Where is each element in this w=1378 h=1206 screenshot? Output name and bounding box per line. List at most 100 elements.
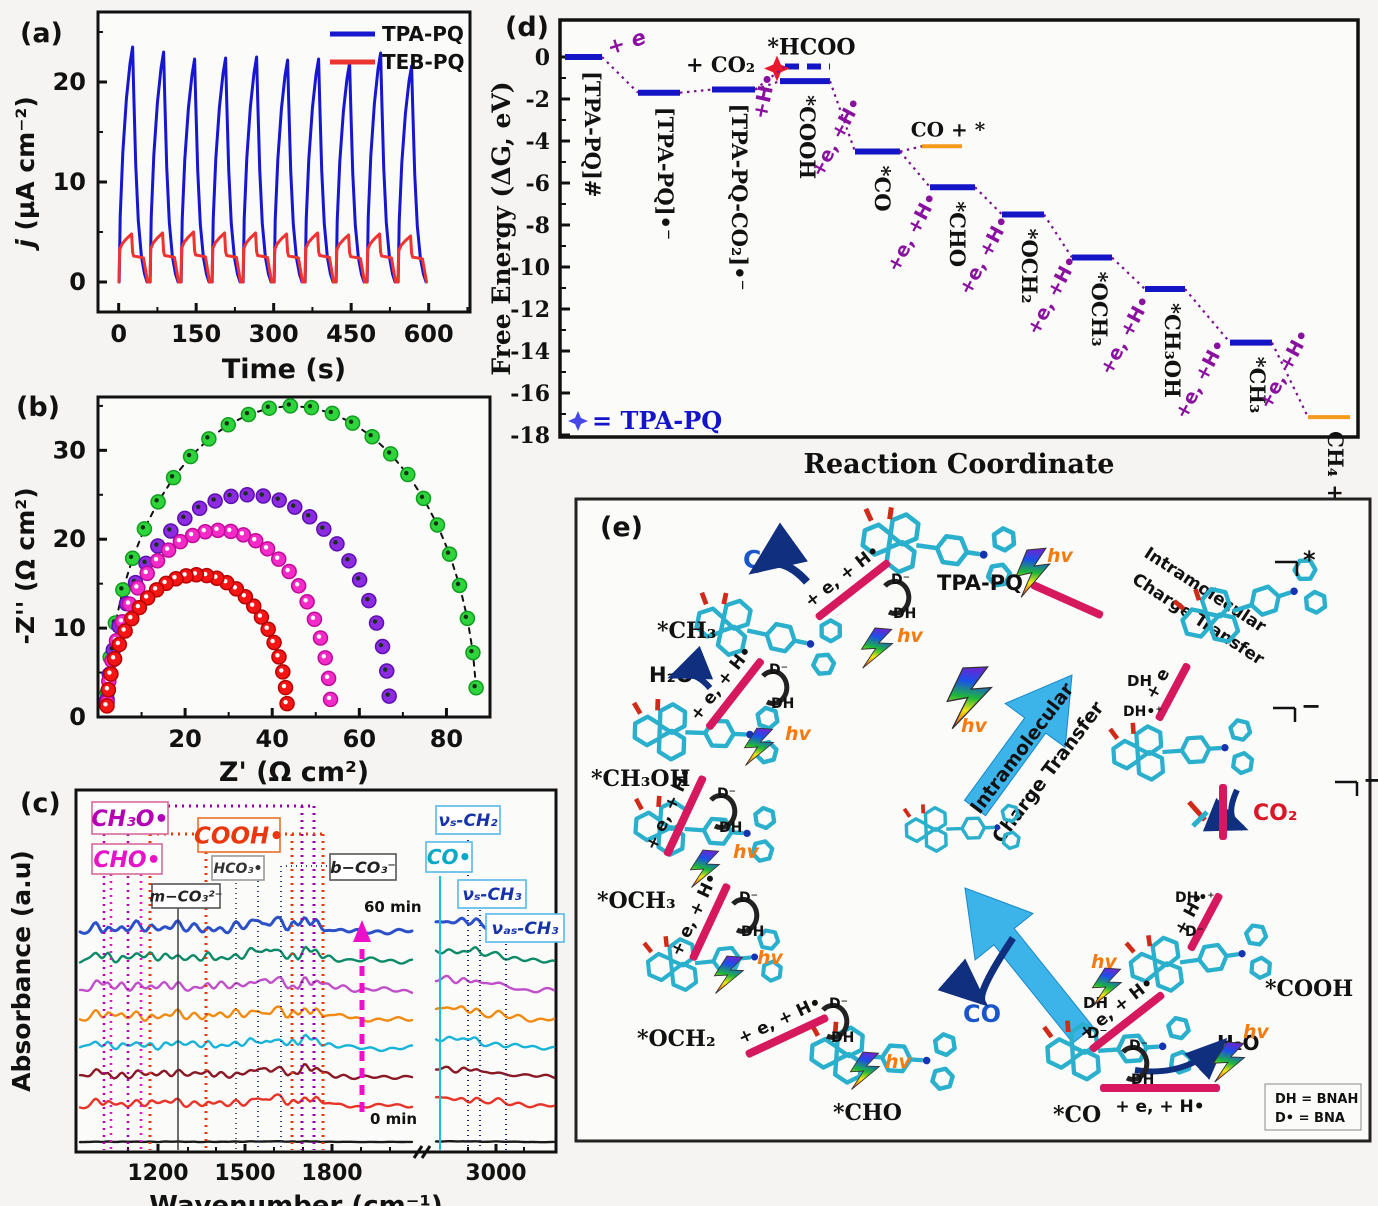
state-bracket: −	[1273, 692, 1321, 722]
step-bar	[1187, 892, 1223, 952]
point-core	[270, 638, 275, 644]
x-tick: 80	[430, 725, 463, 753]
annotation-3: HCO₃•	[214, 861, 263, 877]
line	[832, 1021, 839, 1034]
line	[1124, 941, 1136, 954]
star-icon	[568, 411, 588, 431]
level-label: [TPA-PQ]#	[580, 71, 605, 197]
y-tick: 0	[69, 703, 86, 731]
label-ch3oh: *CH₃OH	[591, 766, 690, 792]
x-axis-label: Wavenumber (cm⁻¹)	[149, 1191, 443, 1206]
point-core	[316, 634, 322, 639]
polyline	[434, 1139, 556, 1144]
dh-e-step: DH	[1127, 672, 1152, 690]
step-plus-co2: + CO₂	[686, 52, 755, 77]
time-60min: 60 min	[364, 898, 422, 916]
line	[1130, 722, 1136, 734]
level-label: [TPA-PQ]•⁻	[653, 107, 678, 240]
point-core	[345, 557, 350, 562]
point-core	[307, 403, 313, 409]
line	[1193, 588, 1202, 601]
polyline	[434, 1005, 556, 1023]
curved-arrow	[748, 522, 810, 585]
point-core	[121, 627, 126, 632]
x-tick: 40	[256, 725, 289, 753]
legend-d: D• = BNA	[1275, 1111, 1345, 1126]
line	[1184, 288, 1231, 344]
d-label-right: D⁻	[1185, 924, 1204, 940]
legend-TEB-PQ: TEB-PQ	[382, 50, 465, 74]
step-bar	[663, 775, 707, 857]
point-core	[140, 525, 146, 530]
polyline	[78, 975, 414, 994]
light-bolt-icon	[860, 627, 894, 669]
annotation-5: b−CO₃⁻	[330, 858, 396, 877]
line	[746, 628, 767, 637]
molecule-anion	[1108, 718, 1255, 782]
star-icon	[764, 55, 790, 82]
line	[1111, 256, 1146, 290]
annotation-box	[91, 843, 163, 875]
line	[1098, 1047, 1118, 1054]
point-core	[469, 648, 474, 654]
level-label: [TPA-PQ-CO₂]•⁻	[727, 104, 752, 291]
line	[1179, 957, 1199, 965]
annotation-box	[485, 913, 565, 943]
point-core	[372, 619, 378, 624]
point-core	[257, 613, 263, 618]
molecule-excited	[1172, 558, 1328, 644]
annotation-box	[329, 853, 397, 881]
spectrum-6	[78, 1093, 556, 1110]
light-bolt-icon	[1091, 967, 1123, 1006]
donor-arrow	[821, 1002, 850, 1040]
point-core	[279, 668, 284, 673]
line	[631, 701, 643, 715]
label-co2: CO₂	[1253, 801, 1297, 826]
line	[601, 56, 639, 94]
y-tick: -18	[510, 423, 550, 449]
line	[699, 591, 709, 606]
charge-transfer-arrow	[964, 887, 1094, 1044]
point-core	[195, 504, 201, 509]
point-core	[169, 473, 175, 479]
point-core	[348, 419, 354, 424]
annotation-box	[435, 805, 501, 835]
light-bolt-icon	[1015, 547, 1051, 598]
dhrad-label: DH•⁺	[1175, 890, 1215, 906]
level-label: *CH₃OH	[1160, 303, 1185, 398]
point-core	[103, 702, 108, 707]
molecule-och2	[642, 928, 783, 992]
panel-c-label: (c)	[20, 788, 61, 819]
point-core	[186, 452, 192, 458]
point-core	[250, 602, 255, 607]
point-core	[119, 586, 124, 591]
x-tick: 1200	[127, 1161, 188, 1186]
point-core	[181, 514, 186, 520]
polyline	[78, 1093, 414, 1110]
line	[1162, 748, 1181, 755]
point-core	[244, 410, 250, 416]
spectrum-7	[78, 1139, 556, 1144]
point-core	[355, 576, 361, 581]
y-tick: -14	[510, 339, 550, 365]
spectrum-1	[78, 945, 556, 965]
point-core	[365, 596, 370, 602]
state-bracket: *	[1275, 546, 1316, 576]
annotation-box	[151, 883, 221, 909]
label-och3: *OCH₃	[597, 888, 676, 914]
point-core	[135, 603, 141, 609]
spectrum-4	[78, 1033, 556, 1053]
step-bar	[1219, 784, 1227, 840]
line	[1146, 934, 1153, 947]
point-core	[321, 654, 326, 659]
annotation-1: CHO•	[93, 848, 160, 873]
line	[679, 88, 713, 94]
reaction-step	[1219, 784, 1227, 840]
donor-label-bottom: DH	[719, 820, 742, 836]
line	[915, 542, 937, 551]
line	[1209, 745, 1222, 751]
line	[910, 1057, 923, 1063]
x-axis-label: Z' (Ω cm²)	[219, 757, 369, 788]
light-bolt-icon	[713, 955, 745, 994]
